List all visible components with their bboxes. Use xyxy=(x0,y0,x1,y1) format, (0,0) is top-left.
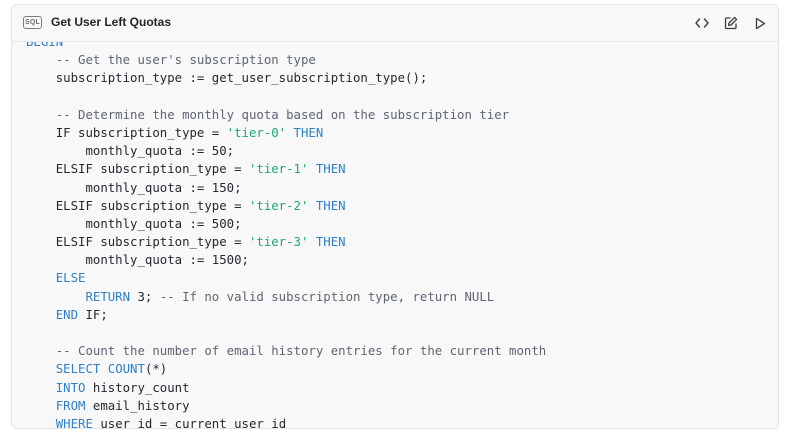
code-line: monthly_quota := 50; xyxy=(26,142,546,160)
code-token-text: monthly_quota := 1500; xyxy=(26,253,249,268)
code-editor[interactable]: BEGIN -- Get the user's subscription typ… xyxy=(12,42,778,428)
code-line: -- Count the number of email history ent… xyxy=(26,342,546,360)
code-token-text xyxy=(26,344,56,358)
code-view-icon xyxy=(695,18,709,28)
edit-button[interactable] xyxy=(723,13,739,33)
code-token-string: 'tier-3' xyxy=(248,235,309,250)
code-token-comment: -- Determine the monthly quota based on … xyxy=(55,107,510,122)
sql-snippet-panel: SQL Get User Left Quotas xyxy=(11,4,779,429)
code-token-text xyxy=(26,362,56,376)
code-line: ELSIF subscription_type = 'tier-2' THEN xyxy=(26,197,546,215)
code-line: END IF; xyxy=(26,306,546,324)
code-token-string: 'tier-2' xyxy=(248,198,309,213)
code-line xyxy=(26,88,546,106)
code-line: IF subscription_type = 'tier-0' THEN xyxy=(26,124,546,142)
code-token-text xyxy=(308,162,315,176)
code-token-text: 3; xyxy=(130,289,160,304)
code-token-keyword: SELECT xyxy=(55,362,101,377)
code-token-keyword: BEGIN xyxy=(26,42,64,49)
code-line: INTO history_count xyxy=(26,379,546,397)
code-line: monthly_quota := 500; xyxy=(26,215,546,233)
code-token-text: IF subscription_type = xyxy=(26,125,227,140)
code-token-text: history_count xyxy=(85,380,190,395)
code-line xyxy=(26,324,546,342)
code-token-string: 'tier-1' xyxy=(248,162,309,177)
code-token-text: monthly_quota := 50; xyxy=(26,144,235,159)
code-token-keyword: FROM xyxy=(55,398,86,413)
code-token-text xyxy=(26,308,56,322)
code-token-keyword: ELSE xyxy=(55,271,86,286)
code-token-keyword: INTO xyxy=(55,380,86,395)
run-icon xyxy=(755,17,766,29)
code-token-text: monthly_quota := 150; xyxy=(26,180,242,195)
code-token-string: 'tier-0' xyxy=(226,125,287,140)
code-token-text: ELSIF subscription_type = xyxy=(26,198,249,213)
code-token-comment: -- If no valid subscription type, return… xyxy=(159,289,495,304)
code-token-text: ELSIF subscription_type = xyxy=(26,162,249,177)
code-token-keyword: THEN xyxy=(315,235,346,250)
code-token-text xyxy=(26,290,85,304)
code-token-keyword: COUNT xyxy=(107,362,145,377)
code-line: monthly_quota := 150; xyxy=(26,179,546,197)
code-token-text: subscription_type := get_user_subscripti… xyxy=(26,71,428,86)
code-token-keyword: THEN xyxy=(315,198,346,213)
run-button[interactable] xyxy=(752,13,768,33)
code-token-keyword: THEN xyxy=(315,162,346,177)
code-line: WHERE user_id = current_user_id xyxy=(26,415,546,428)
code-token-keyword: WHERE xyxy=(55,416,93,428)
code-token-text xyxy=(100,362,107,376)
code-content: BEGIN -- Get the user's subscription typ… xyxy=(26,42,546,428)
code-token-text xyxy=(26,417,56,428)
code-token-keyword: RETURN xyxy=(85,289,131,304)
code-token-text xyxy=(26,399,56,413)
code-line: -- Get the user's subscription type xyxy=(26,51,546,69)
code-token-text xyxy=(26,271,56,285)
code-token-text xyxy=(308,235,315,249)
code-token-text: monthly_quota := 500; xyxy=(26,216,242,231)
snippet-header: SQL Get User Left Quotas xyxy=(12,5,778,42)
code-token-comment: -- Count the number of email history ent… xyxy=(55,344,547,359)
code-line: ELSIF subscription_type = 'tier-1' THEN xyxy=(26,160,546,178)
code-token-text xyxy=(308,199,315,213)
code-token-text: (*) xyxy=(144,362,168,377)
code-token-text xyxy=(26,108,56,122)
code-view-button[interactable] xyxy=(694,13,710,33)
edit-icon xyxy=(724,16,738,30)
code-line: BEGIN xyxy=(26,42,546,51)
code-line: -- Determine the monthly quota based on … xyxy=(26,106,546,124)
sql-icon: SQL xyxy=(23,16,42,29)
code-token-text: ELSIF subscription_type = xyxy=(26,235,249,250)
code-line: ELSIF subscription_type = 'tier-3' THEN xyxy=(26,233,546,251)
code-token-text: email_history xyxy=(85,398,190,413)
code-token-text xyxy=(286,126,293,140)
code-token-keyword: END xyxy=(55,307,79,322)
code-token-text: user_id = current_user_id xyxy=(92,416,287,428)
code-token-text: IF; xyxy=(78,307,108,322)
code-line: FROM email_history xyxy=(26,397,546,415)
code-token-comment: -- Get the user's subscription type xyxy=(55,53,316,68)
code-line: ELSE xyxy=(26,269,546,287)
snippet-title: Get User Left Quotas xyxy=(51,15,172,29)
code-token-keyword: THEN xyxy=(293,125,324,140)
code-line: subscription_type := get_user_subscripti… xyxy=(26,69,546,87)
code-token-text xyxy=(26,381,56,395)
code-line: monthly_quota := 1500; xyxy=(26,251,546,269)
code-line: SELECT COUNT(*) xyxy=(26,360,546,378)
code-line: RETURN 3; -- If no valid subscription ty… xyxy=(26,288,546,306)
header-actions xyxy=(694,13,768,33)
code-token-text xyxy=(26,53,56,67)
